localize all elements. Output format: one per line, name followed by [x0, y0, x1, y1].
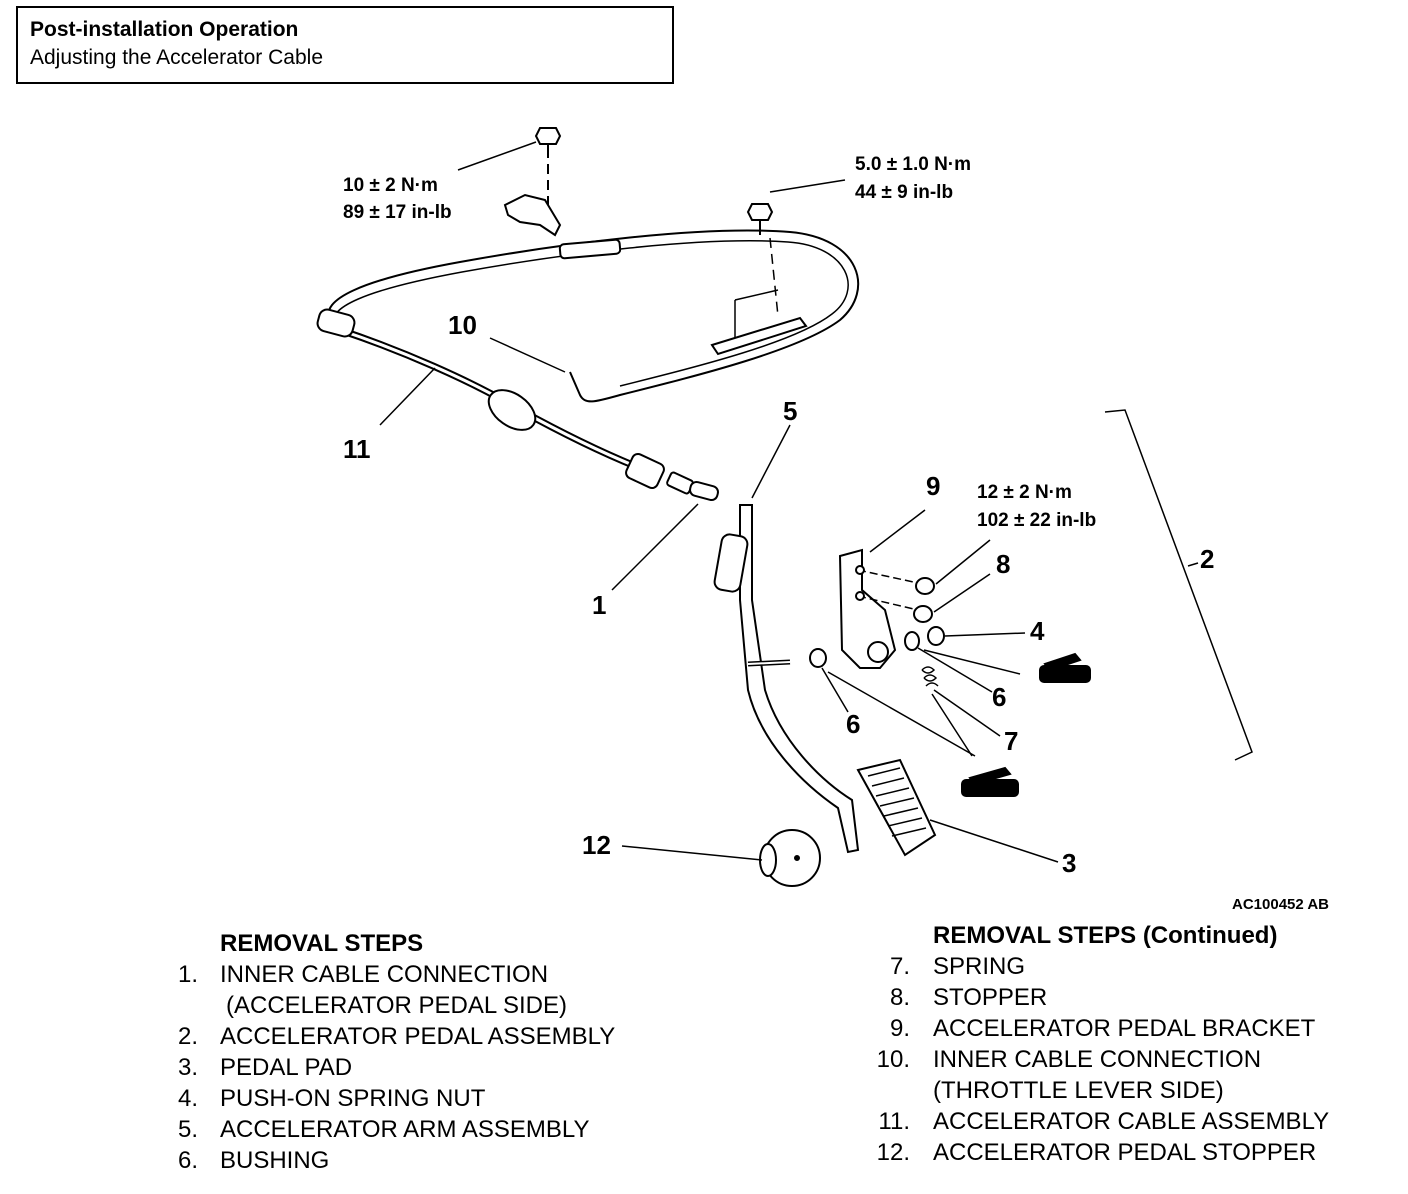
cable-clamp	[710, 316, 808, 356]
grease-icon-upper	[1039, 652, 1091, 683]
removal-steps-continued: REMOVAL STEPS (Continued) 7. SPRING 8. S…	[876, 920, 1388, 1168]
bracket-bolt	[534, 127, 562, 145]
stopper-lower	[913, 605, 933, 623]
cable-grommet	[487, 389, 537, 431]
callout-4: 4	[1030, 616, 1045, 646]
callout-11: 11	[343, 434, 371, 464]
push-on-spring-nut	[927, 626, 945, 646]
step-11: 11. ACCELERATOR CABLE ASSEMBLY	[878, 1108, 1330, 1135]
header-title: Post-installation Operation	[30, 18, 299, 41]
step-10: 10. INNER CABLE CONNECTION	[876, 1046, 1262, 1073]
torque-pedal-inlb: 102 ± 22 in-lb	[977, 510, 1096, 531]
step-6: 6. BUSHING	[177, 1147, 330, 1174]
callout-9: 9	[926, 471, 940, 501]
callout-6-left: 6	[846, 709, 860, 739]
removal-steps-heading: REMOVAL STEPS	[220, 930, 424, 957]
pedal-bracket	[838, 548, 897, 669]
step-12: 12. ACCELERATOR PEDAL STOPPER	[876, 1139, 1317, 1166]
figure-code: AC100452 AB	[1232, 896, 1329, 913]
torque-cable-nm: 5.0 ± 1.0 N·m	[855, 154, 971, 175]
return-spring	[921, 666, 939, 687]
callout-10: 10	[448, 310, 477, 340]
bushing-right	[904, 631, 920, 651]
accelerator-cable-inner	[332, 240, 849, 387]
torque-cable-inlb: 44 ± 9 in-lb	[855, 182, 953, 203]
removal-steps: REMOVAL STEPS 1. INNER CABLE CONNECTION …	[176, 928, 696, 1176]
accelerator-cable-outer	[327, 229, 860, 403]
torque-bracket-inlb: 89 ± 17 in-lb	[343, 202, 452, 223]
step-3: 3. PEDAL PAD	[177, 1054, 353, 1081]
step-5: 5. ACCELERATOR ARM ASSEMBLY	[177, 1116, 590, 1143]
step-10-cont: (THROTTLE LEVER SIDE)	[933, 1077, 1224, 1104]
callout-8: 8	[996, 549, 1010, 579]
step-7: 7. SPRING	[889, 953, 1026, 980]
step-9: 9. ACCELERATOR PEDAL BRACKET	[889, 1015, 1316, 1042]
header-subtitle: Adjusting the Accelerator Cable	[30, 46, 324, 69]
step-1-cont: (ACCELERATOR PEDAL SIDE)	[226, 992, 567, 1019]
callout-7: 7	[1004, 726, 1018, 756]
accelerator-arm	[739, 504, 860, 854]
torque-bracket-nm: 10 ± 2 N·m	[343, 175, 438, 196]
step-2: 2. ACCELERATOR PEDAL ASSEMBLY	[177, 1023, 616, 1050]
step-4: 4. PUSH-ON SPRING NUT	[177, 1085, 486, 1112]
header-box: Post-installation Operation Adjusting th…	[16, 6, 674, 84]
callout-2: 2	[1200, 544, 1214, 574]
cable-end-fitting	[625, 453, 665, 489]
callout-6-right: 6	[992, 682, 1006, 712]
callout-5: 5	[783, 396, 797, 426]
grease-icon-lower	[961, 766, 1019, 797]
pedal-pad	[856, 758, 937, 857]
cable-clamp-bolt	[746, 203, 774, 221]
torque-pedal-nm: 12 ± 2 N·m	[977, 482, 1072, 503]
callout-3: 3	[1062, 848, 1076, 878]
callout-12: 12	[582, 830, 611, 860]
step-8: 8. STOPPER	[889, 984, 1048, 1011]
step-1: 1. INNER CABLE CONNECTION	[177, 961, 549, 988]
arm-sleeve	[713, 533, 749, 593]
assembly-bracket-line	[1104, 409, 1253, 761]
cable-bracket	[503, 193, 562, 237]
bushing-left	[809, 648, 827, 668]
removal-steps-continued-heading: REMOVAL STEPS (Continued)	[933, 922, 1278, 949]
stopper-upper	[915, 577, 935, 595]
callout-1: 1	[592, 590, 606, 620]
